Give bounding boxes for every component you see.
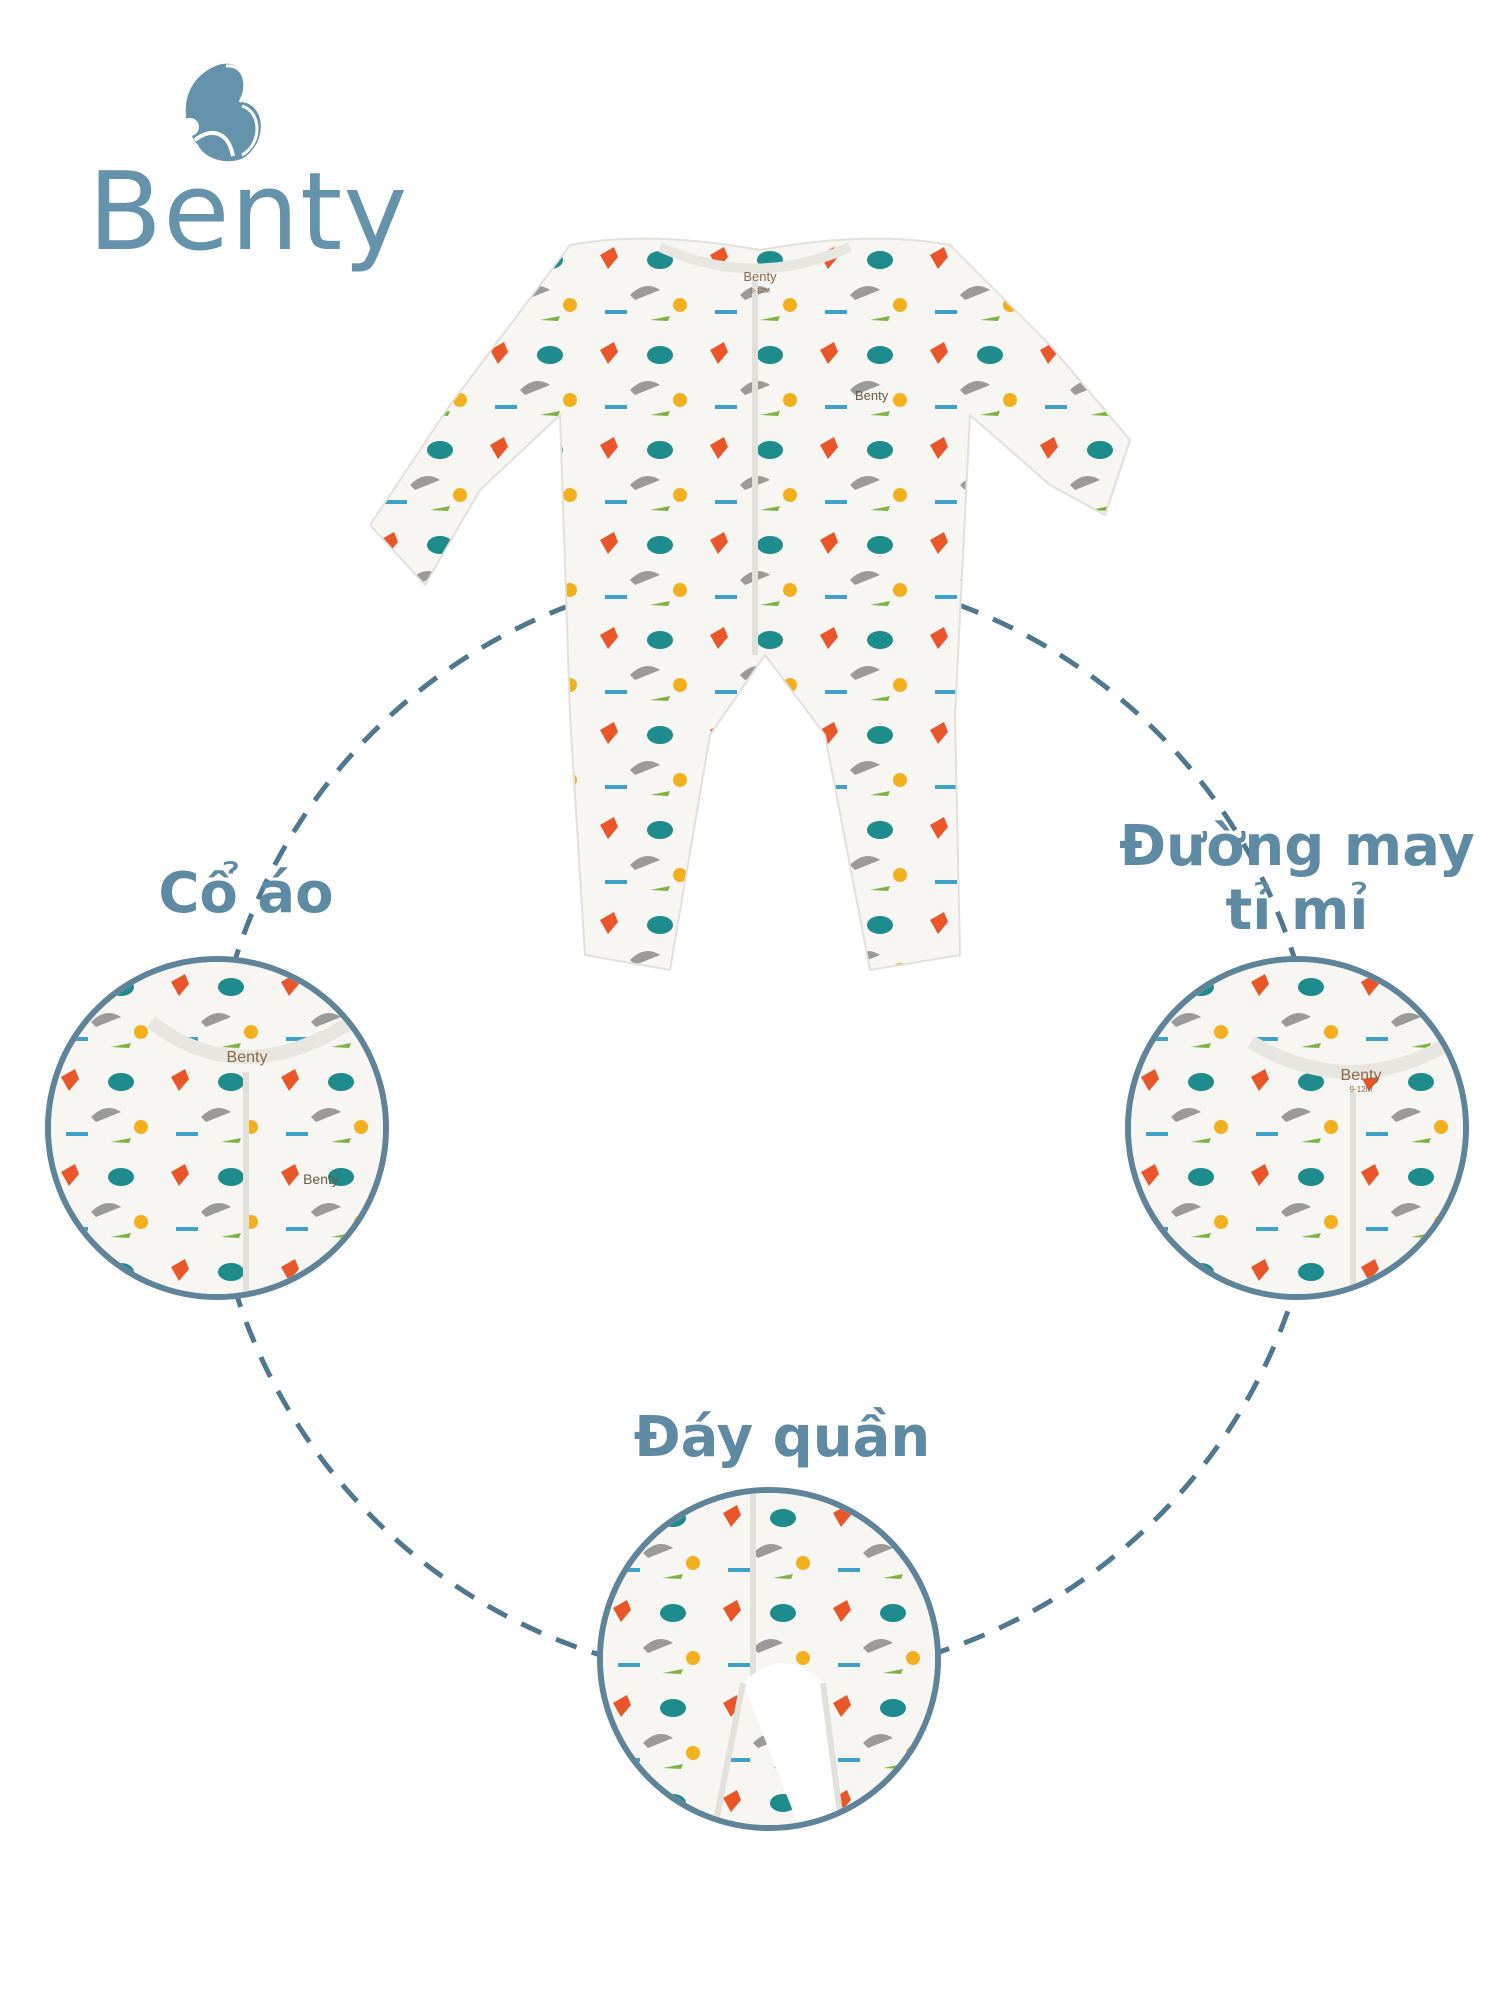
neck-tag: Benty (1341, 1067, 1382, 1084)
brand-wordmark: Benty (88, 150, 409, 275)
detail-circle-seam: Benty 9-12M (1125, 956, 1469, 1300)
label-crotch: Đáy quần (633, 1405, 931, 1470)
label-seam: Đường may tỉ mỉ (1097, 815, 1497, 943)
label-seam-line2: tỉ mỉ (1225, 878, 1369, 943)
neck-tag: Benty (227, 1049, 268, 1066)
chest-print: Benty (303, 1171, 339, 1187)
label-seam-line1: Đường may (1119, 814, 1475, 879)
size-tag: 9-12M (750, 288, 770, 295)
detail-circle-crotch (597, 1487, 941, 1831)
size-tag: 9-12M (1350, 1085, 1373, 1094)
logo-mark-icon (181, 63, 261, 162)
brand-logo (170, 60, 270, 165)
romper-product-image: Benty 9-12M Benty (370, 237, 1132, 972)
neck-tag: Benty (743, 269, 777, 284)
label-collar: Cổ áo (158, 861, 334, 926)
detail-circle-collar: Benty Benty (45, 956, 389, 1300)
chest-print: Benty (855, 388, 889, 403)
